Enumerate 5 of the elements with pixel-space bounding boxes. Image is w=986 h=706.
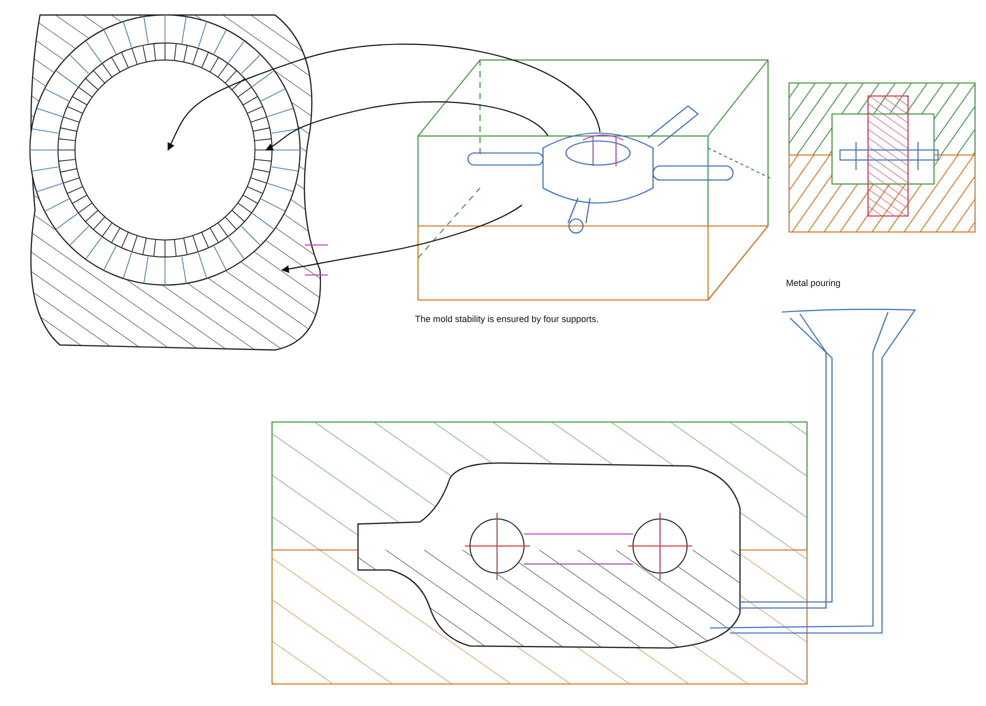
arrow (168, 44, 601, 151)
note-text: The mold stability is ensured by four supports. (415, 314, 599, 324)
arrow (265, 101, 548, 150)
note-text: Metal pouring (786, 278, 841, 288)
arrow (281, 204, 522, 273)
